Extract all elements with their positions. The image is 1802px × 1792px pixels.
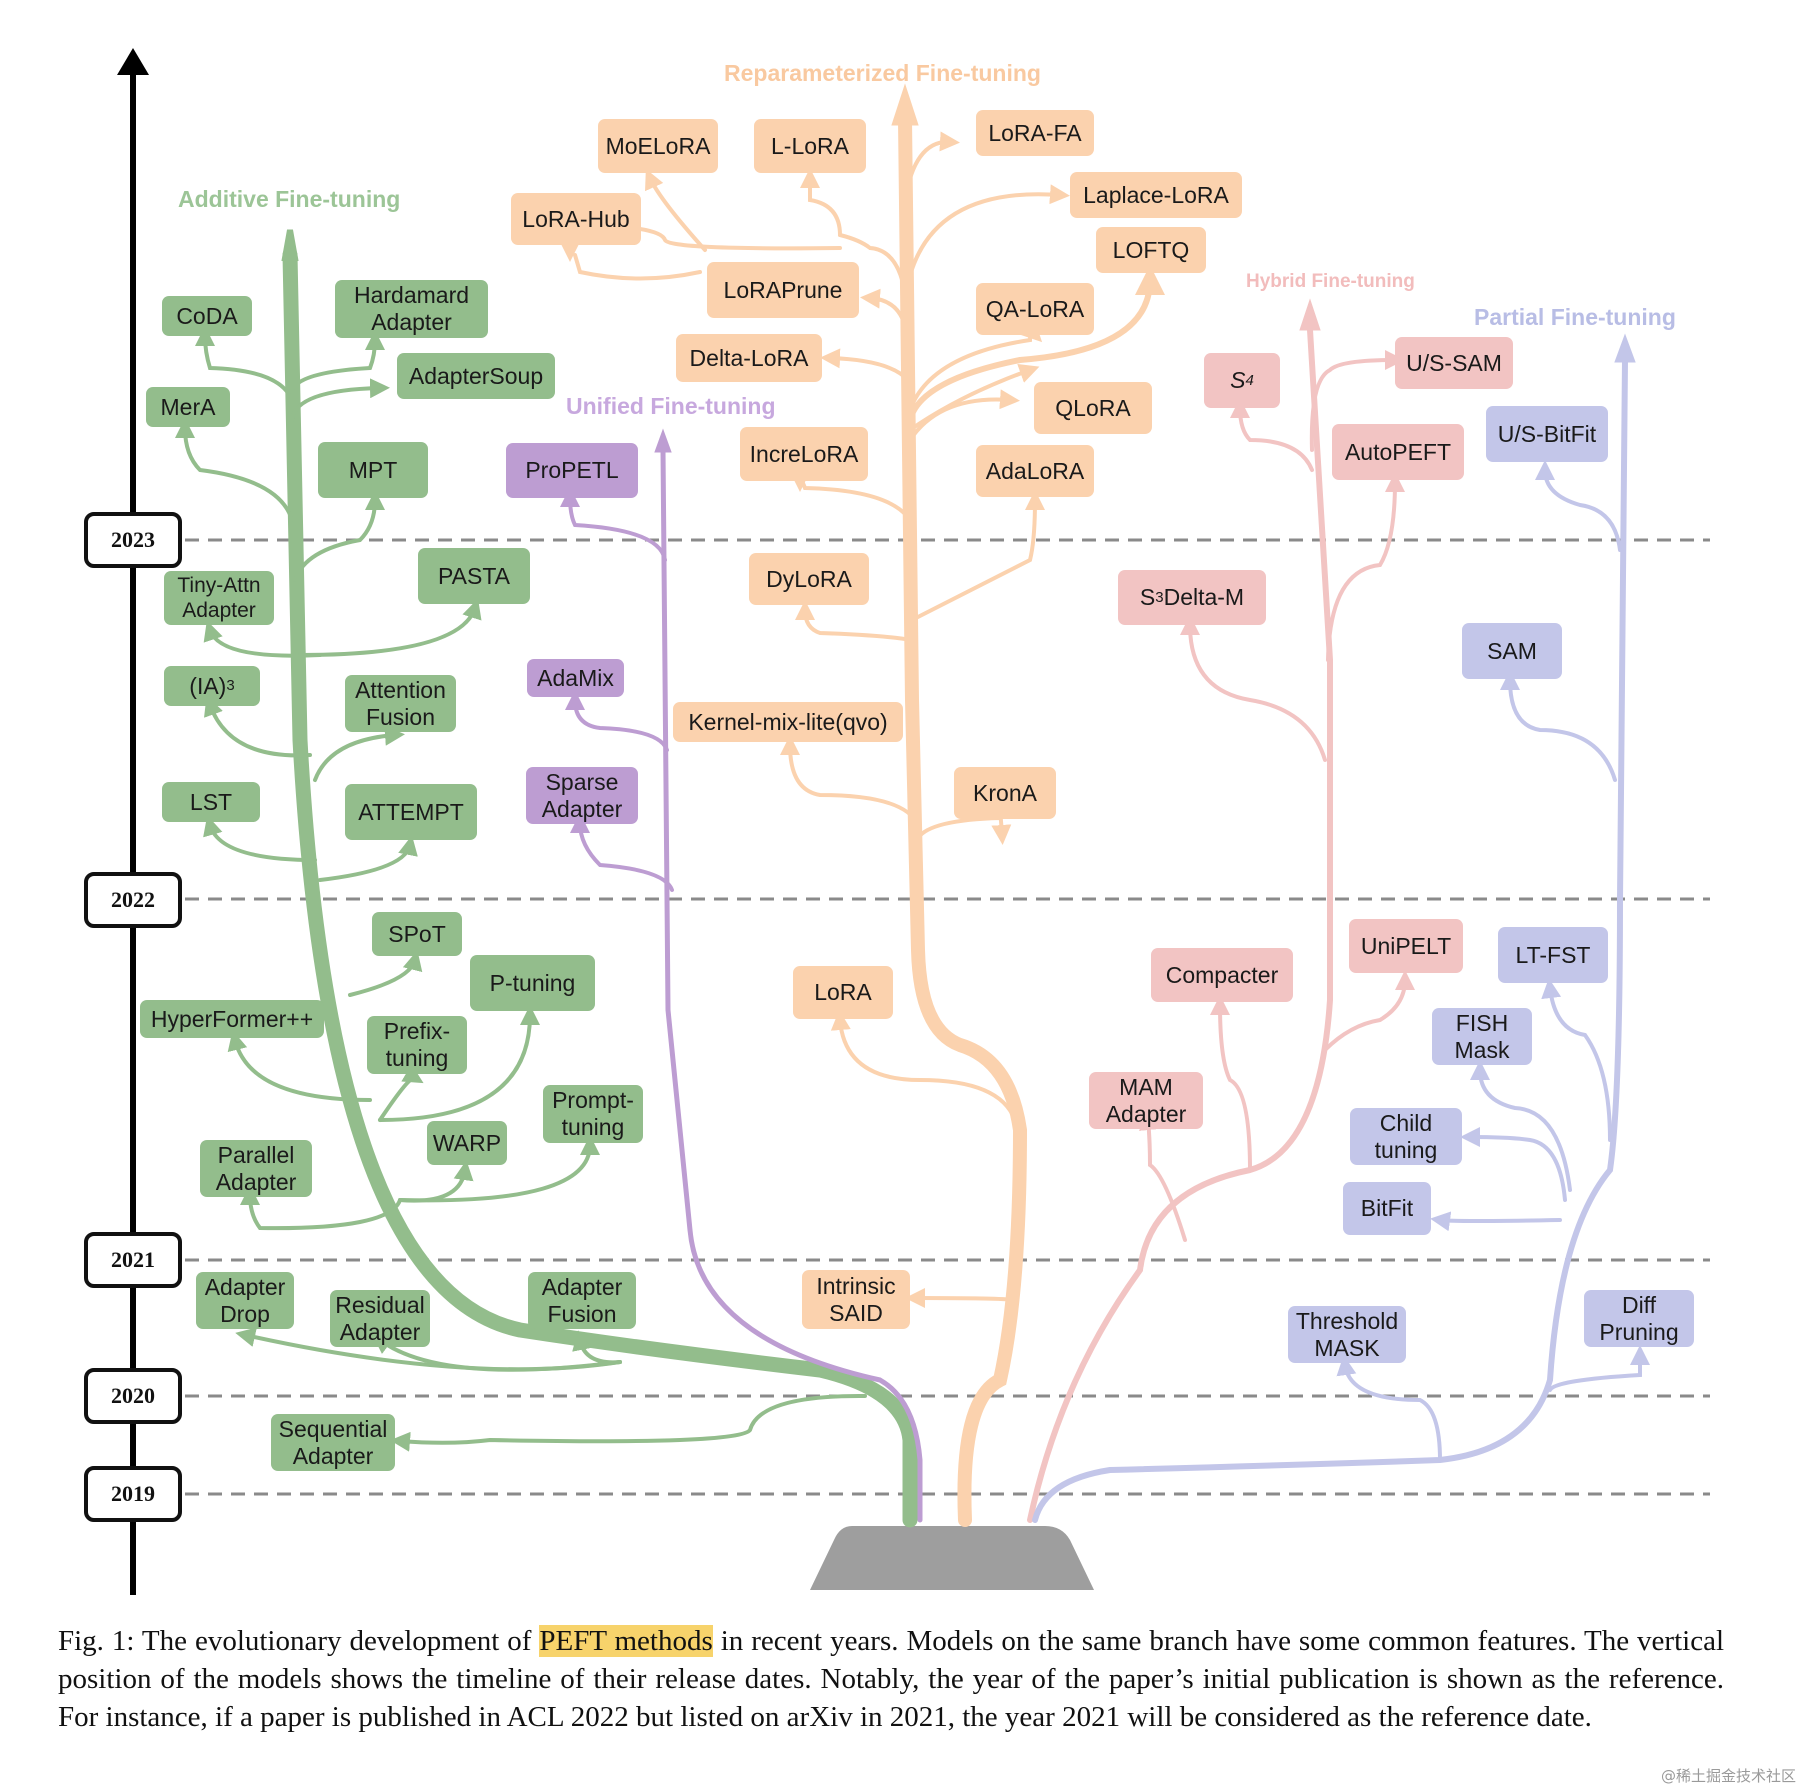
figure-caption: Fig. 1: The evolutionary development of …	[58, 1622, 1724, 1736]
node-hardamard-adapter: Hardamard Adapter	[335, 280, 488, 338]
node-propetl: ProPETL	[506, 443, 638, 498]
node-unipelt: UniPELT	[1349, 919, 1463, 973]
year-marker-2022: 2022	[84, 872, 182, 928]
node-warp: WARP	[427, 1121, 507, 1165]
year-marker-2021: 2021	[84, 1232, 182, 1288]
node-residual-adapter: Residual Adapter	[330, 1290, 430, 1347]
node-spot: SPoT	[372, 912, 462, 956]
node-mpt: MPT	[318, 442, 428, 498]
node-attempt: ATTEMPT	[345, 784, 477, 840]
caption-highlight: PEFT methods	[539, 1625, 713, 1657]
node-pasta: PASTA	[418, 548, 530, 604]
node-mera: MerA	[146, 387, 230, 427]
node-sparse-adapter: Sparse Adapter	[526, 767, 638, 824]
hybrid-branch-lines	[1027, 298, 1415, 1523]
node-parallel-adapter: Parallel Adapter	[200, 1140, 312, 1197]
node-prefix-tuning: Prefix-tuning	[367, 1016, 467, 1074]
node-intrinsic-said: Intrinsic SAID	[802, 1270, 910, 1329]
node-adapter-drop: Adapter Drop	[196, 1272, 294, 1329]
unified-branch-lines	[560, 428, 923, 1523]
node-p-tuning: P-tuning	[470, 955, 595, 1011]
tree-root-base	[810, 1526, 1094, 1590]
node-attention-fusion: Attention Fusion	[345, 675, 456, 732]
node-us-sam: U/S-SAM	[1395, 337, 1513, 389]
partial-branch-lines	[1032, 333, 1650, 1523]
s3delta-rest-text: Delta-M	[1163, 584, 1245, 610]
hybrid-branch-title: Hybrid Fine-tuning	[1246, 271, 1415, 292]
node-sam: SAM	[1462, 623, 1562, 679]
node-lora-hub: LoRA-Hub	[511, 193, 641, 245]
node-l-lora: L-LoRA	[754, 119, 866, 173]
node-increlora: IncreLoRA	[740, 427, 868, 481]
year-marker-2019: 2019	[84, 1466, 182, 1522]
node-lt-fst: LT-FST	[1498, 927, 1608, 983]
unified-branch-title: Unified Fine-tuning	[566, 393, 776, 419]
node-kernel-mix-lite: Kernel-mix-lite(qvo)	[673, 702, 903, 742]
node-us-bitfit: U/S-BitFit	[1486, 406, 1608, 462]
node-adapter-fusion: Adapter Fusion	[528, 1272, 636, 1329]
node-lora: LoRA	[793, 966, 893, 1019]
node-moelora: MoELoRA	[598, 119, 718, 173]
partial-branch-title: Partial Fine-tuning	[1474, 304, 1676, 330]
node-hyperformer: HyperFormer++	[140, 1000, 324, 1038]
node-prompt-tuning: Prompt-tuning	[543, 1085, 643, 1143]
node-compacter: Compacter	[1151, 948, 1293, 1002]
node-qlora: QLoRA	[1034, 382, 1152, 434]
reparameterized-branch-title: Reparameterized Fine-tuning	[724, 60, 1041, 86]
node-mam-adapter: MAM Adapter	[1089, 1072, 1203, 1129]
node-tiny-attn-adapter: Tiny-Attn Adapter	[164, 571, 274, 625]
additive-branch-title: Additive Fine-tuning	[178, 186, 401, 212]
node-lst: LST	[162, 782, 260, 822]
node-bitfit: BitFit	[1343, 1182, 1431, 1235]
node-laplace-lora: Laplace-LoRA	[1070, 172, 1242, 218]
node-adalora: AdaLoRA	[976, 445, 1094, 497]
node-diff-pruning: Diff Pruning	[1584, 1290, 1694, 1347]
node-dylora: DyLoRA	[749, 553, 869, 605]
s3delta-s-text: S	[1139, 584, 1156, 610]
s4-base-text: S	[1230, 367, 1246, 393]
node-fish-mask: FISH Mask	[1432, 1008, 1532, 1065]
node-qa-lora: QA-LoRA	[976, 283, 1094, 335]
ia3-base-text: (IA)	[189, 672, 227, 699]
node-loraprune: LoRAPrune	[707, 262, 859, 318]
node-child-tuning: Child tuning	[1350, 1108, 1462, 1165]
node-sequential-adapter: Sequential Adapter	[271, 1414, 395, 1471]
additive-branch-lines	[175, 229, 918, 1528]
node-autopeft: AutoPEFT	[1332, 424, 1464, 480]
year-marker-2020: 2020	[84, 1368, 182, 1424]
node-loftq: LOFTQ	[1096, 227, 1206, 273]
caption-text-before: Fig. 1: The evolutionary development of	[58, 1625, 540, 1657]
watermark: @稀土掘金技术社区	[1660, 1767, 1796, 1785]
node-ia3: (IA)3	[164, 666, 260, 706]
node-lora-fa: LoRA-FA	[976, 110, 1094, 156]
year-gridlines	[185, 538, 1710, 1496]
node-delta-lora: Delta-LoRA	[676, 334, 822, 382]
year-marker-2023: 2023	[84, 512, 182, 568]
node-coda: CoDA	[162, 296, 252, 336]
time-axis	[117, 48, 149, 1595]
tree-drawing	[117, 48, 1710, 1595]
caption-text-after: in recent years. Models on the same bran…	[58, 1625, 1724, 1733]
node-krona: KronA	[954, 767, 1056, 819]
node-adamix: AdaMix	[527, 659, 624, 697]
node-threshold-mask: Threshold MASK	[1288, 1306, 1406, 1363]
node-adaptersoup: AdapterSoup	[397, 353, 555, 399]
